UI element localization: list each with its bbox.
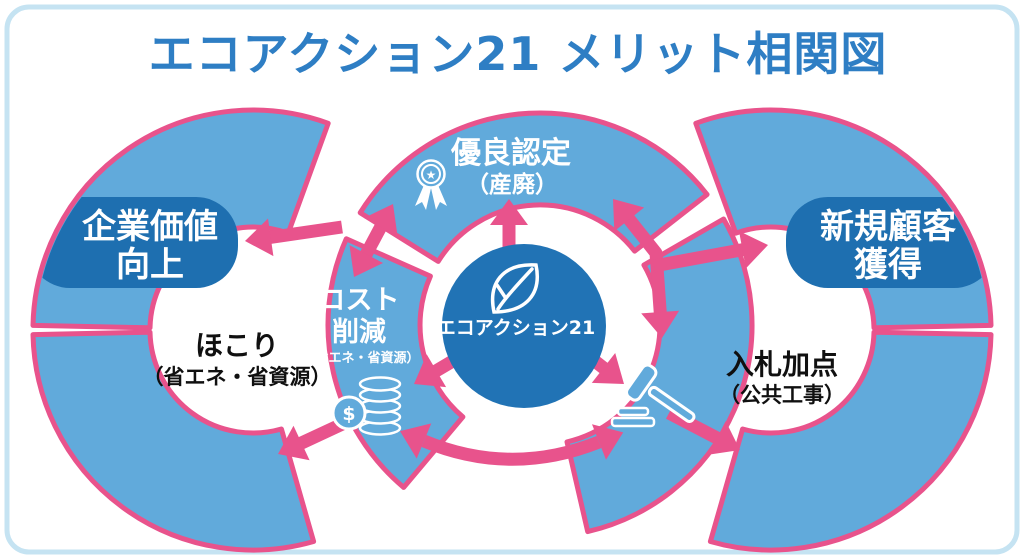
- curved-right-head: [592, 424, 624, 460]
- corporate-value-label-line1: 企業価値: [82, 207, 218, 247]
- arrow-bottom-right-head: [708, 421, 740, 455]
- diagram-arrows: [245, 199, 768, 466]
- double-arrow-top-right-head: [641, 310, 680, 338]
- new-customers-bubble: [786, 197, 988, 288]
- arrow-bottom-left-head: [278, 425, 310, 461]
- arrow-down-left-head: [414, 354, 447, 388]
- cost-reduction-label-line2: 削減: [332, 317, 386, 348]
- arrow-to-new-customers: [652, 231, 768, 273]
- cost-reduction-label-line1: コスト: [319, 285, 400, 316]
- diagram-labels: エコアクション21 メリット相関図 優良認定 （産廃） コスト 削減 （省エネ・…: [82, 27, 956, 407]
- arrow-up-head: [490, 199, 528, 225]
- arrow-to-corporate-value-head: [245, 218, 274, 257]
- left-ring-bottom-segment: [30, 329, 317, 553]
- curved-left-head: [400, 423, 432, 459]
- svg-text:★: ★: [426, 168, 437, 182]
- double-arrow-top-left: [349, 204, 398, 277]
- svg-text:$: $: [342, 403, 355, 425]
- pride-sublabel: （省エネ・省資源）: [143, 365, 332, 389]
- frame-border: [4, 4, 1020, 555]
- leaf-icon: [491, 263, 539, 314]
- diagram-icons: ★$: [331, 159, 696, 436]
- diagram-title: エコアクション21 メリット相関図: [149, 27, 888, 81]
- cost-reduction-sublabel: （省エネ・省資源）: [302, 350, 419, 366]
- coins-icon: $: [331, 376, 402, 436]
- center-disk-right-segment: [564, 216, 755, 535]
- double-arrow-top-left-rev-head: [349, 245, 383, 277]
- double-arrow-top-right: [613, 199, 680, 338]
- gavel-icon: [610, 363, 696, 428]
- center-circle: [442, 244, 606, 408]
- right-ring-bottom-segment: [707, 329, 994, 553]
- new-customers-label-line2: 獲得: [854, 245, 922, 285]
- certification-sublabel: （産廃）: [466, 171, 558, 198]
- curved-double-arrow-bottom: [400, 423, 624, 466]
- corporate-value-bubble: [36, 197, 238, 288]
- double-arrow-top-left-head: [364, 204, 398, 236]
- arrow-to-corporate-value: [245, 218, 343, 257]
- new-customers-label-line1: 新規顧客: [820, 207, 956, 247]
- medal-icon: ★: [415, 159, 447, 210]
- bid-points-sublabel: （公共工事）: [719, 383, 845, 407]
- certification-label: 優良認定: [450, 136, 571, 171]
- center-node-label: エコアクション21: [437, 317, 596, 339]
- bid-points-label: 入札加点: [726, 348, 838, 381]
- arrow-to-new-customers-head: [739, 231, 768, 269]
- pride-label: ほこり: [195, 329, 279, 362]
- corporate-value-label-line2: 向上: [116, 245, 184, 285]
- arrow-down-right-head: [591, 353, 624, 384]
- arrow-bottom-right: [665, 407, 740, 455]
- double-arrow-top-right-rev-head: [613, 199, 645, 232]
